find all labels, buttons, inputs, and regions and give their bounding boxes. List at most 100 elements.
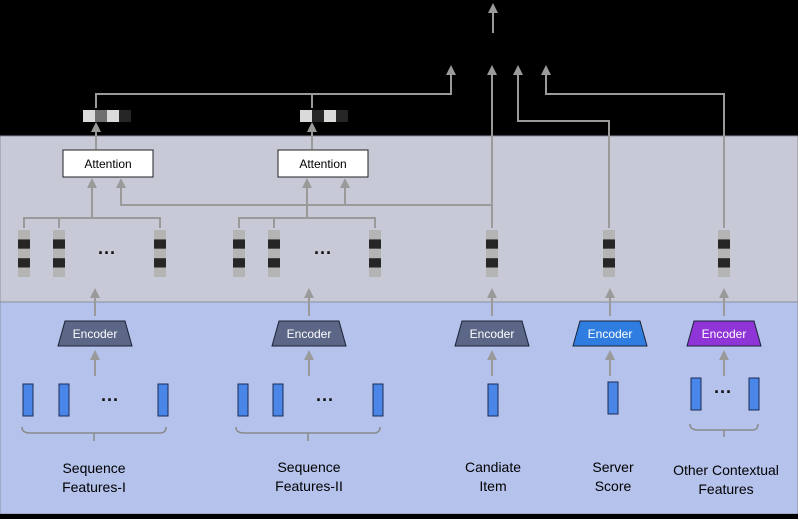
seq2-input-feature <box>272 383 284 417</box>
embedding-segment <box>603 267 615 277</box>
embedding-segment <box>369 258 381 268</box>
seq1-embedding-vector <box>18 230 30 277</box>
candidate-embedding-vector <box>486 230 498 277</box>
seq2-caption-line2: Features-II <box>275 478 343 494</box>
server-encoder: Encoder <box>572 320 648 347</box>
server-to-output-line <box>513 65 610 228</box>
seq2-encoder-shape <box>271 320 347 347</box>
embedding-segment <box>233 230 245 240</box>
context-input-feature <box>690 377 702 411</box>
embedding-segment <box>603 248 615 259</box>
embedding-segment <box>18 239 30 249</box>
embedding-segment <box>268 248 280 259</box>
attention-label-1: Attention <box>84 157 131 171</box>
seq2-brace <box>235 426 381 441</box>
embedding-segment <box>53 230 65 240</box>
embedding-segment <box>18 258 30 268</box>
candidate-input-feature <box>487 383 499 417</box>
seq1-embed-ellipsis: ··· <box>98 243 116 263</box>
feature-captions: Sequence Features-I Sequence Features-II… <box>62 459 779 497</box>
seq2-embed-ellipsis: ··· <box>314 243 332 263</box>
embedding-segment <box>369 248 381 259</box>
embedding-segment <box>369 230 381 240</box>
input-feature-bars <box>22 377 760 417</box>
encoders: Encoder Encoder Encoder Encoder Encoder <box>57 320 762 347</box>
context-encoder-shape <box>686 320 762 347</box>
context-encoder: Encoder <box>686 320 762 347</box>
embedding-segment <box>154 248 166 259</box>
embedding-segment <box>154 267 166 277</box>
embedding-segment <box>718 230 730 240</box>
context-encoder-label: Encoder <box>702 327 747 341</box>
embedding-segment <box>268 267 280 277</box>
context-brace <box>689 423 759 437</box>
candidate-to-attention-line <box>116 178 492 206</box>
attention-box-2: Attention <box>277 149 369 178</box>
seq2-embedding-vector <box>233 230 245 277</box>
embedding-segment <box>18 248 30 259</box>
embedding-segment <box>486 258 498 268</box>
embedding-segment <box>603 230 615 240</box>
attn1-to-output-line <box>95 65 456 108</box>
input-band <box>0 301 798 515</box>
embedding-segment <box>268 230 280 240</box>
embedding-segment <box>53 248 65 259</box>
attn2-output-vector <box>300 110 348 122</box>
seq1-input-feature <box>157 383 169 417</box>
candidate-caption-line2: Item <box>479 478 506 494</box>
input-braces <box>21 423 759 441</box>
embedding-segment <box>486 248 498 259</box>
embedding-segment <box>268 239 280 249</box>
embedding-segment <box>233 248 245 259</box>
embedding-segment <box>18 230 30 240</box>
embedding-segment <box>603 239 615 249</box>
context-to-output-line <box>541 65 725 228</box>
seq1-encoder-shape <box>57 320 133 347</box>
embedding-segment <box>718 258 730 268</box>
embedding-segment <box>486 230 498 240</box>
seq2-caption-line1: Sequence <box>277 459 340 475</box>
embedding-segment <box>718 267 730 277</box>
context-input-ellipsis: ··· <box>714 382 732 402</box>
embedding-segment <box>268 258 280 268</box>
server-encoder-label: Encoder <box>588 327 633 341</box>
seq2-input-feature <box>237 383 249 417</box>
attention-label-2: Attention <box>299 157 346 171</box>
seq1-encoder-label: Encoder <box>73 327 118 341</box>
context-embedding-vector <box>718 230 730 277</box>
seq1-input-ellipsis: ··· <box>101 390 119 410</box>
embedding-segment <box>233 258 245 268</box>
server-input-feature <box>607 381 619 415</box>
server-embedding-vector <box>603 230 615 277</box>
seq2-encoder-label: Encoder <box>287 327 332 341</box>
context-caption-line1: Other Contextual <box>673 462 779 478</box>
embedding-vectors <box>18 230 730 277</box>
embedding-segment <box>154 258 166 268</box>
candidate-encoder-label: Encoder <box>470 327 515 341</box>
embedding-segment <box>369 267 381 277</box>
embedding-segment <box>154 230 166 240</box>
seq2-encoder: Encoder <box>271 320 347 347</box>
embedding-segment <box>718 239 730 249</box>
embedding-segment <box>53 258 65 268</box>
seq1-input-feature <box>58 383 70 417</box>
seq1-input-feature <box>22 383 34 417</box>
seq2-embedding-vector <box>369 230 381 277</box>
embedding-segment <box>53 267 65 277</box>
embedding-segment <box>718 248 730 259</box>
candidate-encoder-shape <box>454 320 530 347</box>
seq2-input-feature <box>372 383 384 417</box>
seq1-brace <box>21 426 167 441</box>
embedding-segment <box>18 267 30 277</box>
context-input-feature <box>748 377 760 411</box>
seq2-input-ellipsis: ··· <box>316 390 334 410</box>
embedding-segment <box>369 239 381 249</box>
output-band <box>0 0 798 136</box>
connectors <box>23 3 729 376</box>
seq1-caption-line1: Sequence <box>62 460 125 476</box>
candidate-encoder: Encoder <box>454 320 530 347</box>
embedding-segment <box>233 239 245 249</box>
seq1-embedding-vector <box>53 230 65 277</box>
embedding-segment <box>233 267 245 277</box>
seq1-embedding-vector <box>154 230 166 277</box>
